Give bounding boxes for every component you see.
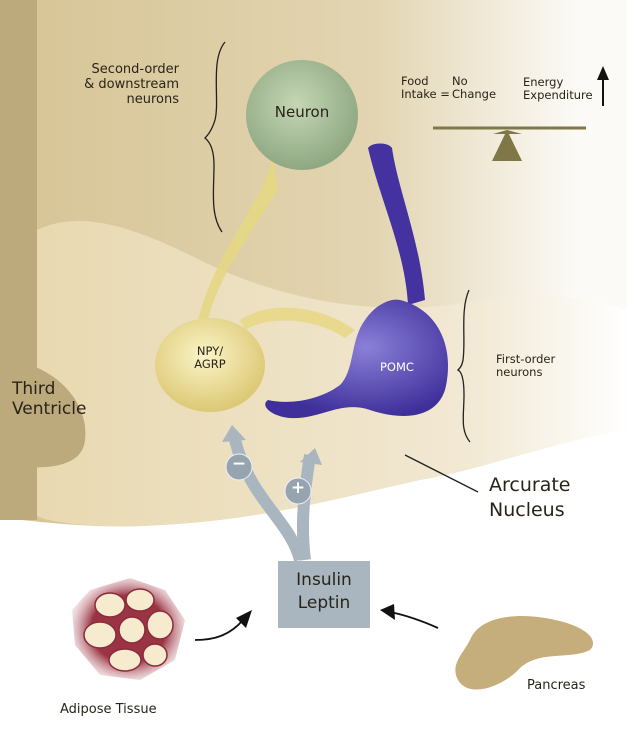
second-order-label: Second-order & downstream neurons <box>75 62 179 108</box>
label-line: Expenditure <box>523 88 593 103</box>
neuron-label: Neuron <box>274 103 330 121</box>
npy-agrp-label: NPY/ AGRP <box>180 344 240 372</box>
label-line: Intake = <box>401 87 450 102</box>
pomc-label: POMC <box>380 360 414 374</box>
label-line: neurons <box>126 91 179 107</box>
third-ventricle-label: Third Ventricle <box>12 379 87 419</box>
label-line: & downstream <box>84 76 179 92</box>
label-line: First-order <box>496 352 556 366</box>
label-line: Energy <box>523 75 564 89</box>
energy-expenditure-label: Energy Expenditure <box>523 75 593 103</box>
label-line: Food <box>401 74 429 88</box>
insulin-leptin-box <box>278 561 370 628</box>
pomc-axon <box>368 143 425 305</box>
adipose-arrow-icon <box>236 610 252 628</box>
food-intake-label: Food Intake = <box>401 74 450 102</box>
label-line: NPY/ <box>196 344 224 358</box>
first-order-label: First-order neurons <box>496 352 556 380</box>
npy-axon <box>198 160 278 320</box>
npy-agrp-cell <box>155 318 265 412</box>
label-line: Third <box>12 379 56 399</box>
label-line: No <box>452 74 468 88</box>
npy-collateral <box>240 307 355 338</box>
balance-fulcrum <box>492 130 522 161</box>
label-line: neurons <box>496 365 543 380</box>
pancreas-label: Pancreas <box>527 678 586 693</box>
third-ventricle-shape <box>0 360 86 468</box>
label-line: Second-order <box>91 62 179 77</box>
pancreas-arrow-icon <box>380 604 395 620</box>
insulin-leptin-label: Insulin Leptin <box>278 569 370 615</box>
plus-icon: + <box>290 478 306 498</box>
pomc-cell <box>265 299 448 419</box>
label-line: AGRP <box>194 357 226 372</box>
plus-circle <box>284 477 312 505</box>
label-line: Arcurate <box>489 474 571 496</box>
no-change-label: No Change <box>452 74 497 102</box>
adipose-tissue-label: Adipose Tissue <box>60 702 157 717</box>
first-order-brace <box>456 289 471 443</box>
minus-icon: − <box>231 454 247 474</box>
label-line: Nucleus <box>489 498 565 521</box>
label-line: Ventricle <box>12 398 87 419</box>
up-arrow-icon <box>597 66 609 80</box>
label-line: Change <box>452 87 497 102</box>
stimulate-signal-path <box>296 454 316 561</box>
arcurate-nucleus-label: Arcurate Nucleus <box>489 473 570 522</box>
second-order-brace <box>204 41 226 233</box>
neuron-cell <box>246 60 358 170</box>
pancreas-shape <box>455 616 594 690</box>
label-line: Leptin <box>297 592 351 613</box>
label-line: Insulin <box>296 570 352 590</box>
minus-circle <box>225 453 253 481</box>
arcuate-pointer-line <box>404 454 479 493</box>
